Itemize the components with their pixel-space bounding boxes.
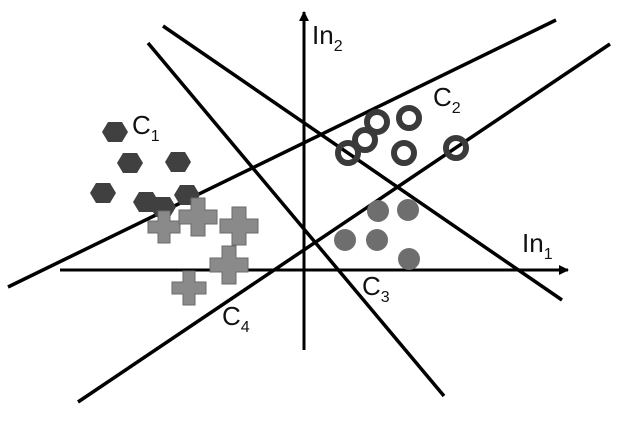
c4-cross-point — [219, 206, 259, 246]
boundary-line-4 — [146, 41, 446, 398]
c2-ring-point — [352, 127, 378, 153]
x-axis-label: In1 — [522, 228, 553, 263]
class-c2-label: C2 — [433, 82, 461, 117]
decision-boundaries — [7, 18, 611, 404]
c3-circle-point — [398, 248, 420, 270]
y-axis-label: In2 — [312, 20, 343, 55]
c2-ring-point — [396, 105, 422, 131]
c1-hexagon-point — [102, 122, 128, 142]
c2-ring-point — [335, 140, 361, 166]
c3-circle-point — [397, 199, 419, 221]
boundary-line-1 — [7, 18, 557, 289]
class-c4-points — [147, 197, 259, 306]
class-c3-points — [334, 199, 420, 270]
c2-ring-point — [391, 140, 417, 166]
class-c3-label: C3 — [362, 271, 390, 306]
class-c4-label: C4 — [222, 301, 250, 336]
c2-ring-point — [364, 109, 390, 135]
c3-circle-point — [334, 229, 356, 251]
c1-hexagon-point — [90, 183, 116, 203]
c4-cross-point — [171, 270, 207, 306]
c4-cross-point — [178, 197, 218, 237]
c4-cross-point — [147, 210, 181, 244]
c3-circle-point — [367, 200, 389, 222]
c2-ring-point — [443, 135, 469, 161]
boundary-line-2 — [77, 42, 611, 404]
c1-hexagon-point — [165, 152, 191, 172]
c3-circle-point — [366, 229, 388, 251]
c4-cross-point — [209, 245, 249, 285]
boundary-line-3 — [162, 24, 563, 302]
c1-hexagon-point — [117, 153, 143, 173]
class-c2-points — [335, 105, 469, 166]
class-c1-label: C1 — [132, 110, 160, 145]
